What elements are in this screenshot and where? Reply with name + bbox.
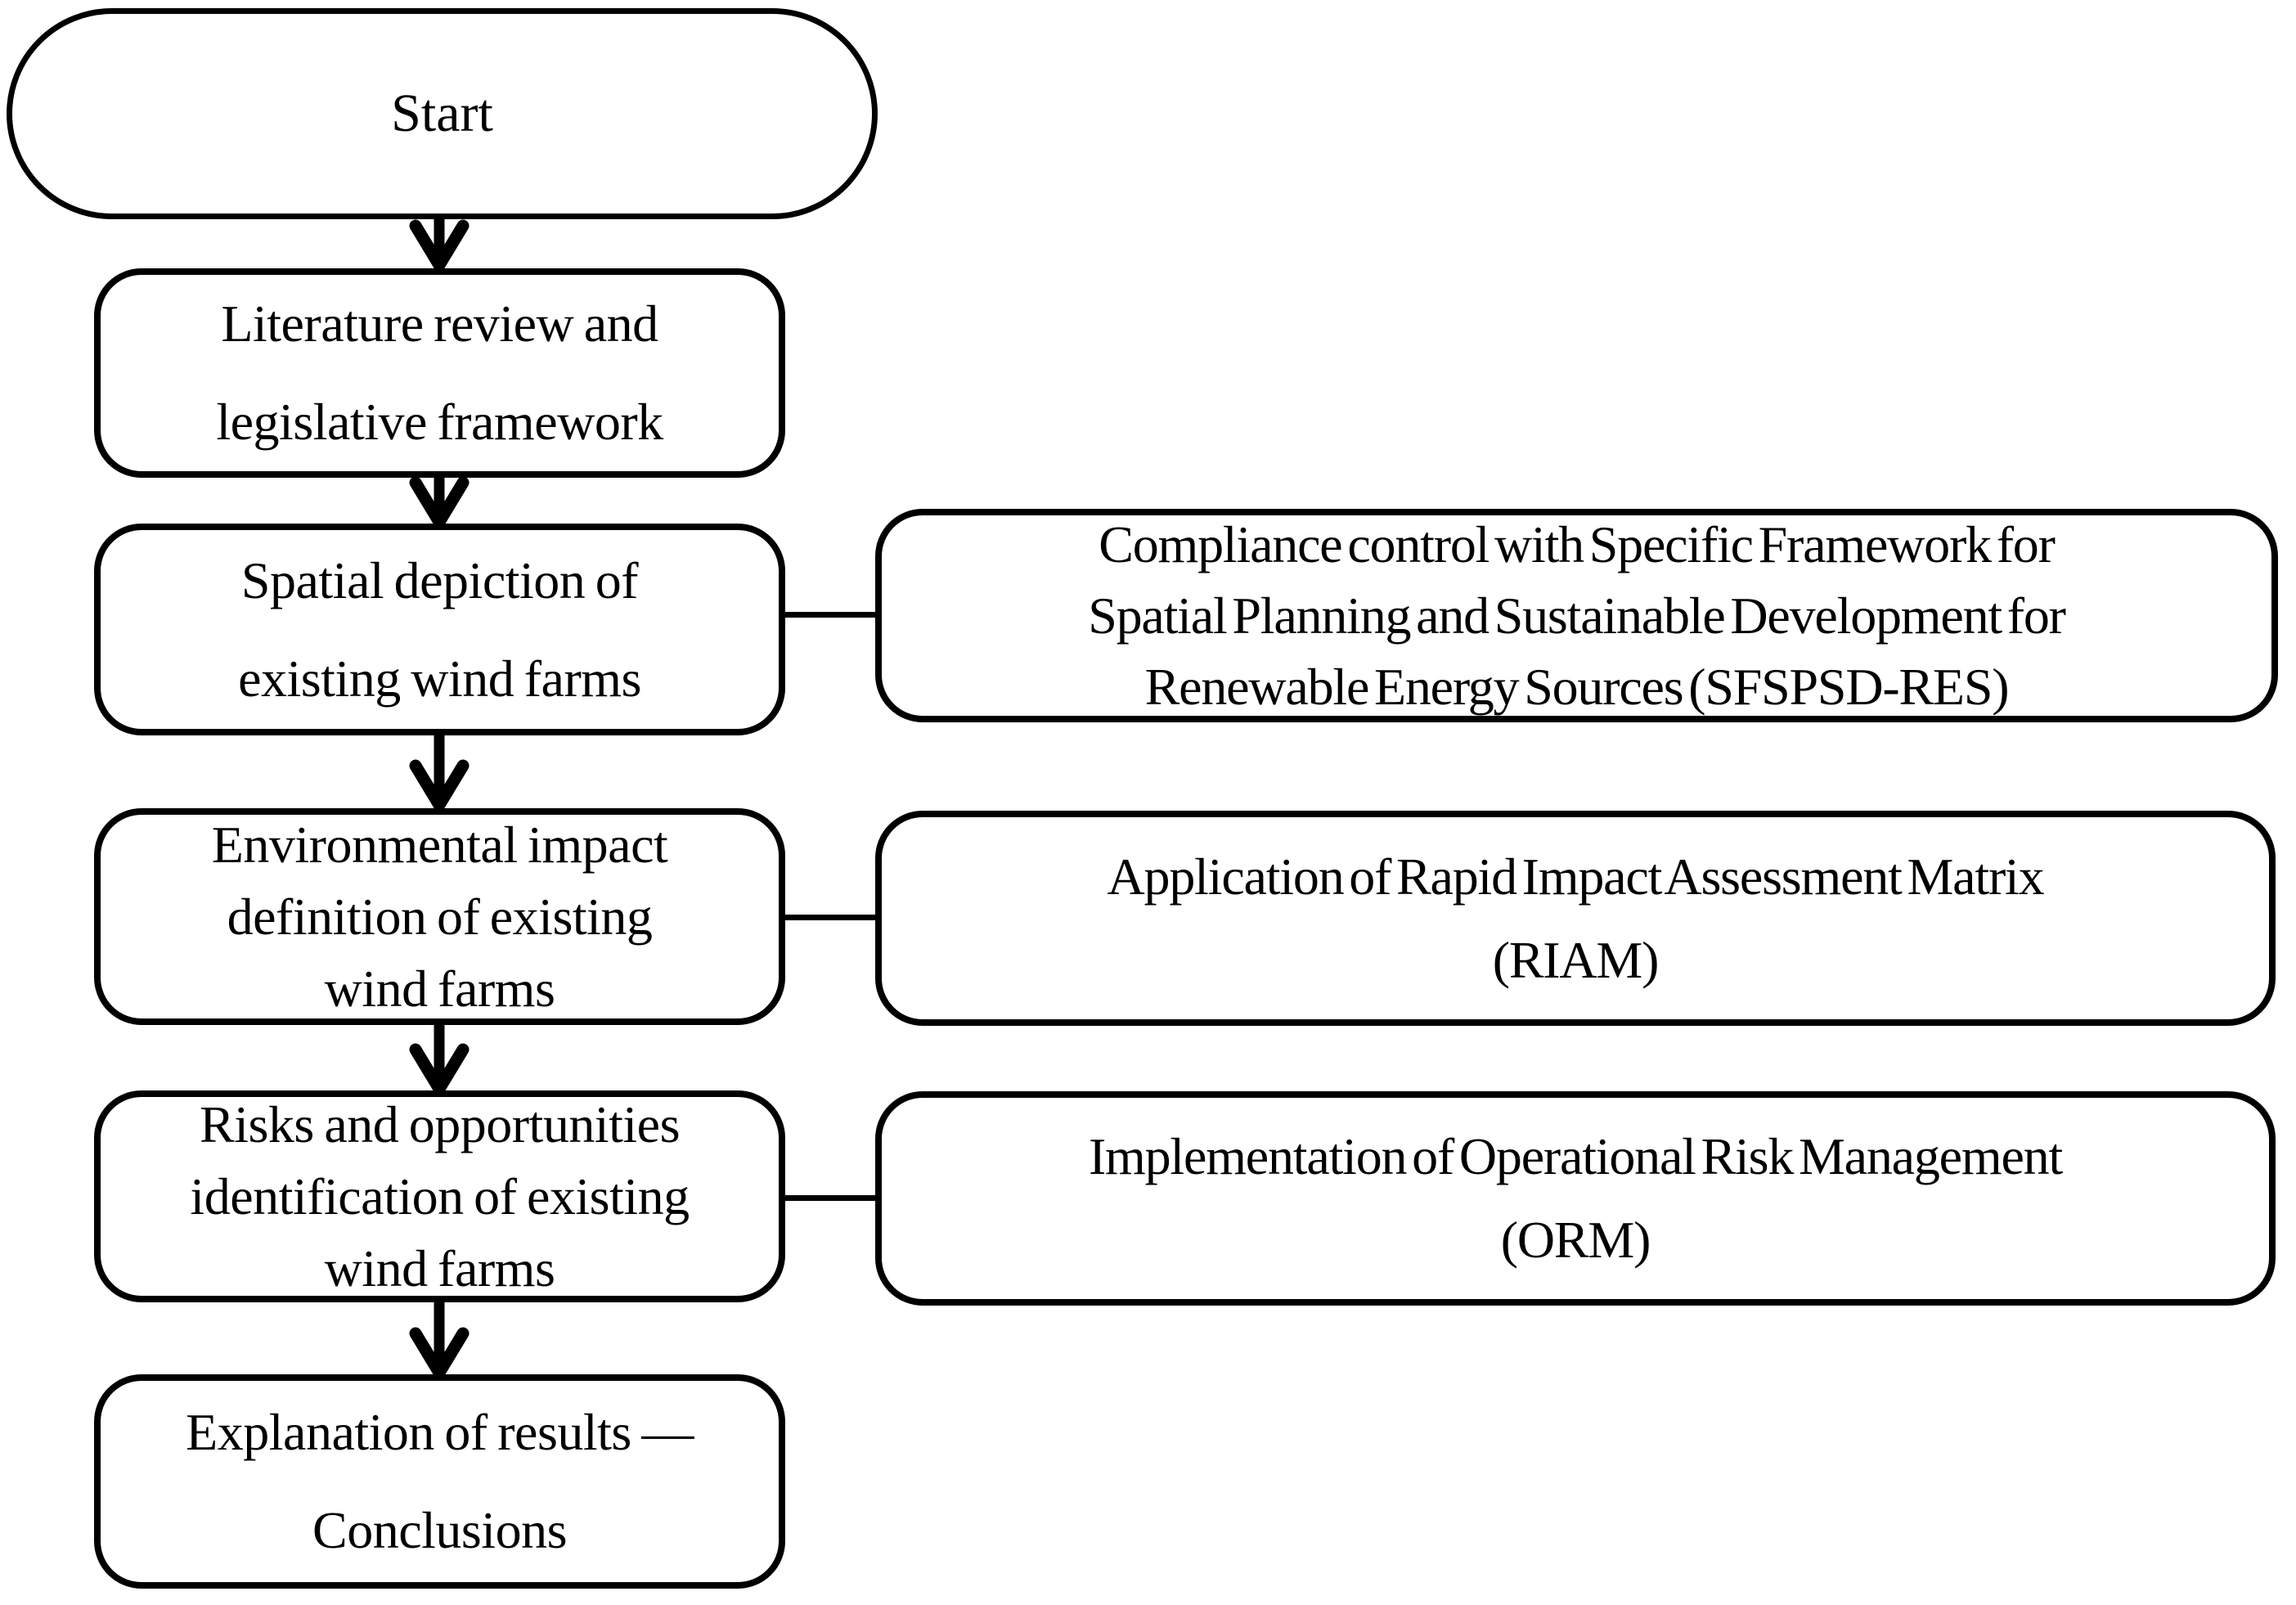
node-label: Start — [391, 83, 493, 143]
node-label-line: wind farms — [324, 1239, 555, 1297]
arrow-down-icon — [409, 1023, 470, 1092]
flow-node-conclusions: Explanation of results — Conclusions — [94, 1374, 785, 1589]
flow-node-risks-opportunities: Risks and opportunities identification o… — [94, 1090, 785, 1302]
node-label-line: (ORM) — [1500, 1211, 1651, 1269]
node-label-line: Compliance control with Specific Framewo… — [1099, 515, 2056, 573]
node-label-line: Spatial depiction of — [240, 551, 639, 609]
node-label-line: (RIAM) — [1492, 930, 1660, 989]
node-label-line: Application of Rapid Impact Assessment M… — [1107, 847, 2045, 906]
node-label-line: existing wind farms — [238, 649, 641, 708]
node-label-line: definition of existing — [227, 887, 653, 946]
node-label-line: Renewable Energy Sources (SFSPSD-RES) — [1144, 658, 2010, 716]
arrow-down-icon — [409, 218, 470, 268]
node-label-line: Implementation of Operational Risk Manag… — [1088, 1127, 2063, 1185]
connector-line-spatial-to-sfspsd — [782, 612, 878, 618]
arrow-down-icon — [409, 734, 470, 808]
node-label-line: Conclusions — [312, 1501, 567, 1559]
arrow-down-icon — [409, 1301, 470, 1376]
flow-node-orm: Implementation of Operational Risk Manag… — [875, 1091, 2276, 1306]
node-label-line: Spatial Planning and Sustainable Develop… — [1088, 587, 2066, 645]
node-label-line: Literature review and — [221, 294, 658, 353]
node-label-line: wind farms — [324, 959, 555, 1018]
flow-node-environmental-impact: Environmental impact definition of exist… — [94, 808, 785, 1025]
flow-node-sfspsd-res: Compliance control with Specific Framewo… — [875, 509, 2278, 722]
node-label-line: Explanation of results — — [186, 1403, 694, 1461]
flow-node-literature-review: Literature review and legislative framew… — [94, 268, 785, 478]
node-label-line: Risks and opportunities — [200, 1095, 680, 1153]
connector-line-risks-to-orm — [782, 1195, 878, 1201]
connector-line-environmental-to-riam — [782, 915, 878, 920]
node-label-line: identification of existing — [190, 1167, 690, 1225]
node-label-line: legislative framework — [216, 393, 663, 451]
flow-node-riam: Application of Rapid Impact Assessment M… — [875, 811, 2276, 1026]
arrow-down-icon — [409, 476, 470, 525]
node-label-line: Environmental impact — [211, 815, 668, 874]
flow-node-start: Start — [7, 8, 878, 219]
flow-node-spatial-depiction: Spatial depiction of existing wind farms — [94, 524, 785, 735]
